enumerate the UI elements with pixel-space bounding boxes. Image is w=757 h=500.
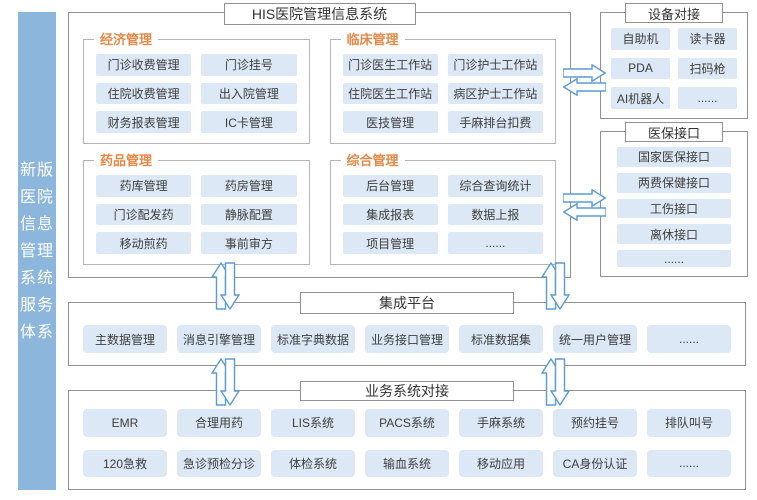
module-chip: ...... (647, 449, 731, 477)
banner-text-line: 系统 (19, 269, 54, 287)
module-chip: ...... (647, 325, 731, 353)
group-economic-title: 经济管理 (94, 31, 159, 48)
module-chip: 排队叫号 (647, 409, 731, 437)
device-docking-panel: 设备对接 自助机读卡器 PDA 扫码枪 AI机器人...... (600, 3, 748, 119)
bidirectional-arrow-horizontal-icon (563, 64, 606, 96)
business-systems-panel: 业务系统对接 EMR 合理用药 LIS系统 PACS系统手麻系统预约挂号排队叫号 120… (68, 381, 746, 490)
module-chip: 120急救 (83, 449, 167, 477)
module-chip: 统一用户管理 (553, 325, 637, 353)
module-chip: 事前审方 (201, 232, 297, 254)
his-groups: 经济管理 门诊收费管理门诊挂号住院收费管理出入院管理财务报表管理 IC卡管理 临床… (83, 31, 556, 265)
bidirectional-arrow-vertical-icon (207, 358, 245, 406)
module-chip: 门诊配发药 (96, 203, 192, 226)
group-clinical-title: 临床管理 (340, 31, 405, 48)
group-economic-items: 门诊收费管理门诊挂号住院收费管理出入院管理财务报表管理 IC卡管理 (96, 54, 297, 133)
module-chip: 体检系统 (271, 449, 355, 477)
module-chip: IC卡管理 (201, 111, 297, 133)
group-clinical-items: 门诊医生工作站门诊护士工作站住院医生工作站病区护士工作站医技管理手麻排台扣费 (342, 54, 543, 133)
module-chip: 药房管理 (201, 175, 297, 197)
insurance-interface-items: 国家医保接口两费保健接口工伤接口离休接口...... (617, 147, 731, 267)
module-chip: 读卡器 (678, 28, 737, 50)
module-chip: 出入院管理 (201, 82, 297, 105)
device-docking-title: 设备对接 (625, 3, 723, 23)
group-pharmacy-title: 药品管理 (94, 152, 159, 169)
module-chip: 移动应用 (459, 449, 543, 477)
module-chip: 病区护士工作站 (447, 82, 543, 105)
module-chip: 国家医保接口 (617, 147, 731, 167)
business-systems-items: EMR 合理用药 LIS系统 PACS系统手麻系统预约挂号排队叫号 120急救急诊预检分… (83, 409, 731, 477)
banner-text-line: 服务 (19, 296, 54, 314)
module-chip: 静脉配置 (201, 203, 297, 226)
his-system-panel: HIS医院管理信息系统 经济管理 门诊收费管理门诊挂号住院收费管理出入院管理财务… (68, 3, 571, 278)
module-chip: AI机器人 (611, 87, 670, 109)
module-chip: LIS系统 (271, 409, 355, 437)
module-chip: 主数据管理 (83, 325, 167, 353)
module-chip: PACS系统 (365, 409, 449, 437)
module-chip: 离休接口 (617, 224, 731, 245)
device-docking-items: 自助机读卡器 PDA 扫码枪 AI机器人...... (611, 28, 737, 109)
module-chip: ...... (617, 250, 731, 267)
module-chip: 标准数据集 (459, 325, 543, 353)
business-systems-title: 业务系统对接 (300, 381, 514, 401)
module-chip: 急诊预检分诊 (177, 449, 261, 477)
module-chip: PDA (611, 57, 670, 80)
module-chip: 业务接口管理 (365, 325, 449, 353)
module-chip: EMR (83, 409, 167, 437)
module-chip: 合理用药 (177, 409, 261, 437)
banner-text-line: 体系 (19, 323, 54, 341)
group-pharmacy-items: 药库管理药房管理门诊配发药静脉配置移动煎药事前审方 (96, 175, 297, 254)
group-clinical: 临床管理 门诊医生工作站门诊护士工作站住院医生工作站病区护士工作站医技管理手麻排… (329, 31, 556, 144)
module-chip: 财务报表管理 (96, 111, 192, 133)
module-chip: 门诊医生工作站 (342, 54, 438, 76)
integration-platform-panel: 集成平台 主数据管理消息引擎管理标准字典数据业务接口管理标准数据集统一用户管理.… (68, 292, 746, 366)
group-general: 综合管理 后台管理综合查询统计集成报表数据上报项目管理...... (329, 152, 556, 265)
module-chip: 两费保健接口 (617, 172, 731, 193)
module-chip: 住院医生工作站 (342, 82, 438, 105)
module-chip: 手麻系统 (459, 409, 543, 437)
module-chip: 门诊挂号 (201, 54, 297, 76)
module-chip: 数据上报 (447, 203, 543, 226)
banner-text-line: 医院 (19, 188, 54, 206)
module-chip: 集成报表 (342, 203, 438, 226)
group-general-title: 综合管理 (340, 152, 405, 169)
module-chip: 住院收费管理 (96, 82, 192, 105)
module-chip: ...... (447, 232, 543, 254)
module-chip: 综合查询统计 (447, 175, 543, 197)
module-chip: 消息引擎管理 (177, 325, 261, 353)
bidirectional-arrow-vertical-icon (207, 262, 245, 310)
module-chip: 自助机 (611, 28, 670, 50)
system-banner: 新版医院信息管理系统服务体系 (18, 12, 56, 490)
bidirectional-arrow-vertical-icon (537, 262, 575, 310)
group-general-items: 后台管理综合查询统计集成报表数据上报项目管理...... (342, 175, 543, 254)
module-chip: 预约挂号 (553, 409, 637, 437)
module-chip: 输血系统 (365, 449, 449, 477)
module-chip: 扫码枪 (678, 57, 737, 80)
integration-platform-items: 主数据管理消息引擎管理标准字典数据业务接口管理标准数据集统一用户管理...... (83, 325, 731, 353)
banner-text-line: 新版 (19, 161, 54, 179)
module-chip: 工伤接口 (617, 198, 731, 219)
group-pharmacy: 药品管理 药库管理药房管理门诊配发药静脉配置移动煎药事前审方 (83, 152, 310, 265)
module-chip: CA身份认证 (553, 449, 637, 477)
module-chip: 医技管理 (342, 111, 438, 133)
banner-text-line: 信息 (19, 215, 54, 233)
module-chip: 手麻排台扣费 (447, 111, 543, 133)
module-chip: 标准字典数据 (271, 325, 355, 353)
module-chip: 项目管理 (342, 232, 438, 254)
group-economic: 经济管理 门诊收费管理门诊挂号住院收费管理出入院管理财务报表管理 IC卡管理 (83, 31, 310, 144)
module-chip: 药库管理 (96, 175, 192, 197)
his-panel-title: HIS医院管理信息系统 (223, 3, 416, 25)
module-chip: 后台管理 (342, 175, 438, 197)
module-chip: 移动煎药 (96, 232, 192, 254)
insurance-interface-title: 医保接口 (625, 122, 723, 142)
bidirectional-arrow-horizontal-icon (563, 189, 606, 221)
module-chip: 门诊护士工作站 (447, 54, 543, 76)
module-chip: 门诊收费管理 (96, 54, 192, 76)
banner-text-line: 管理 (19, 242, 54, 260)
module-chip: ...... (678, 87, 737, 109)
integration-platform-title: 集成平台 (300, 292, 514, 314)
insurance-interface-panel: 医保接口 国家医保接口两费保健接口工伤接口离休接口...... (600, 122, 748, 277)
bidirectional-arrow-vertical-icon (537, 358, 575, 406)
